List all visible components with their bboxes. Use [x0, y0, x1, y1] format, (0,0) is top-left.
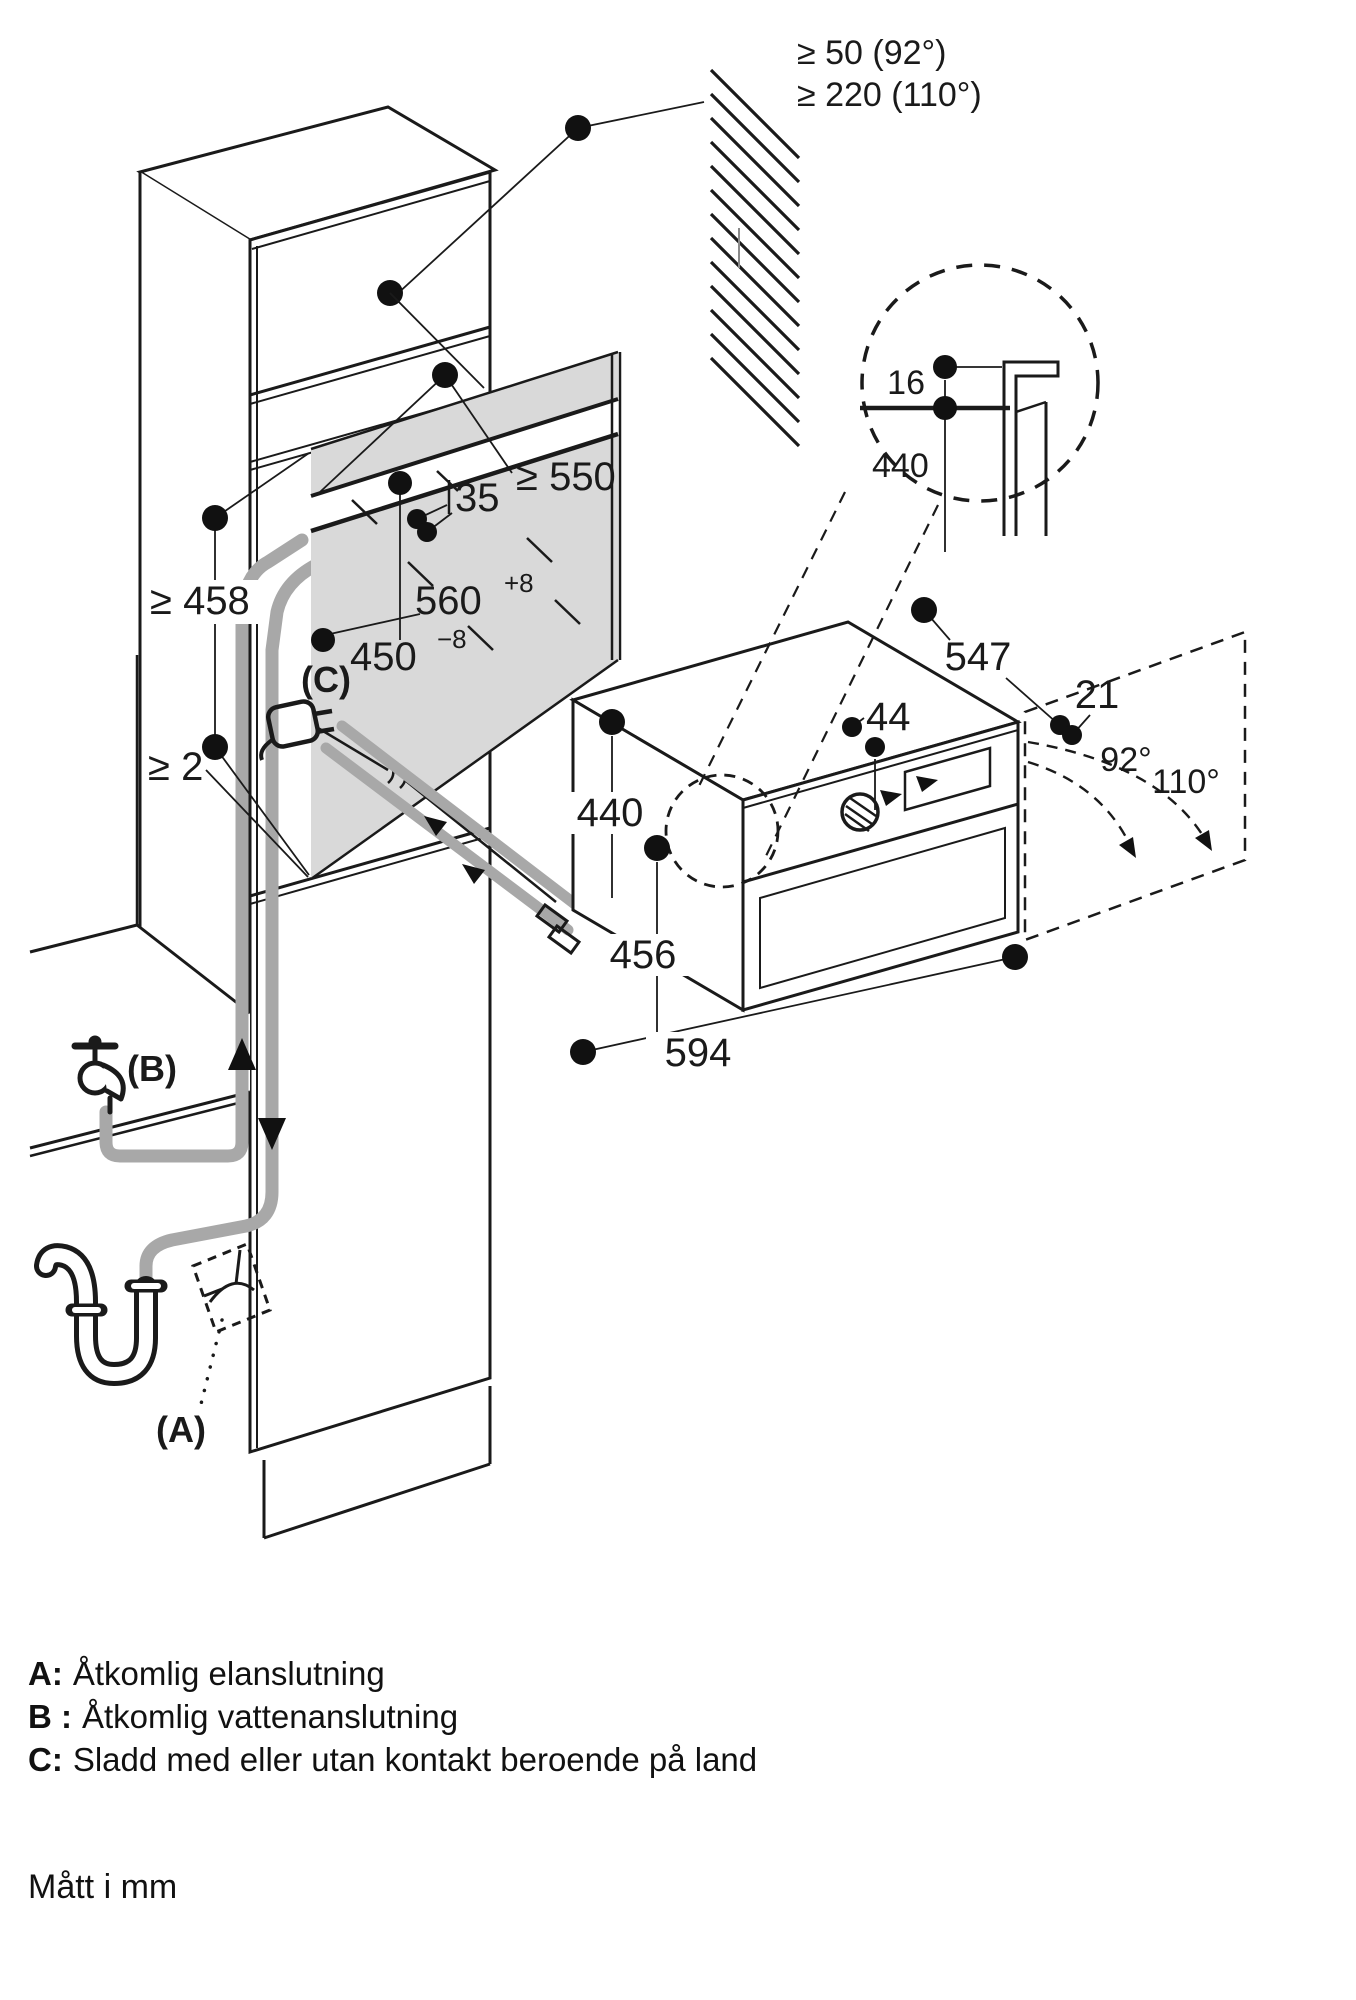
dim-niche-width-560: 560 +8 — [388, 471, 534, 640]
siphon-icon — [34, 1243, 168, 1387]
niche — [310, 350, 622, 881]
units-note: Mått i mm — [28, 1868, 178, 1906]
svg-text:456: 456 — [610, 933, 677, 977]
legend-row-a: A:Åtkomlig elanslutning — [28, 1655, 385, 1692]
svg-text:≥ 458: ≥ 458 — [150, 579, 250, 623]
wall-clearance-110: ≥ 220 (110°) — [797, 76, 982, 114]
dim-niche-height-450: 450 −8 — [311, 613, 467, 679]
wall-hatch — [709, 68, 801, 448]
svg-text:547: 547 — [945, 635, 1012, 679]
svg-text:+8: +8 — [504, 568, 534, 598]
svg-text:594: 594 — [665, 1031, 732, 1075]
svg-text:44: 44 — [866, 695, 911, 739]
dim-oven-44: 44 — [842, 695, 911, 810]
rail-profile — [1002, 360, 1060, 536]
dim-oven-547: 547 — [911, 597, 1058, 724]
legend: A:Åtkomlig elanslutning B :Åtkomlig vatt… — [28, 1652, 757, 1781]
edge-arrow-2 — [916, 776, 938, 792]
svg-text:≥ 2: ≥ 2 — [148, 745, 203, 789]
svg-text:21: 21 — [1075, 673, 1120, 717]
svg-text:≥ 550: ≥ 550 — [516, 455, 616, 499]
drain-pipe — [139, 558, 323, 1302]
svg-text:35: 35 — [455, 476, 500, 520]
angle-110: 110° — [1152, 763, 1220, 801]
edge-arrow-1 — [880, 790, 902, 806]
dim-oven-594: 594 — [570, 944, 1028, 1076]
water-pipes — [99, 533, 323, 1302]
svg-text:450: 450 — [350, 635, 417, 679]
detail-circle: 16 440 — [697, 263, 1100, 859]
dim-niche-gap-2: ≥ 2 — [148, 745, 309, 878]
svg-text:−8: −8 — [437, 624, 467, 654]
dim-oven-21: 21 — [1050, 673, 1119, 745]
supply-pipe — [99, 533, 309, 1163]
detail-dim-440: 440 — [872, 447, 929, 485]
swing-arrow-1 — [1119, 837, 1136, 858]
legend-row-c: C:Sladd med eller utan kontakt beroende … — [28, 1741, 758, 1778]
section-ticks — [351, 470, 581, 651]
hose-arrow-1 — [424, 816, 447, 836]
detail-dim-16: 16 — [887, 364, 925, 402]
hose-connectors — [534, 902, 582, 956]
wall-clearance-92: ≥ 50 (92°) — [797, 34, 946, 72]
hoses — [320, 720, 586, 936]
dim-wall-clearance: ≥ 50 (92°) ≥ 220 (110°) — [377, 34, 982, 389]
display-window — [903, 746, 992, 812]
callout-b: (B) — [127, 1048, 177, 1089]
dim-oven-440: 440 — [566, 709, 656, 898]
oven-door — [759, 826, 1006, 990]
callout-a: (A) — [156, 1409, 206, 1450]
legend-row-b: B :Åtkomlig vattenanslutning — [28, 1698, 459, 1735]
svg-text:560: 560 — [415, 579, 482, 623]
up-arrow-icon — [228, 1038, 256, 1070]
outlet-icon — [191, 1242, 272, 1334]
door-swing: 92° 110° — [880, 630, 1247, 942]
dim-oven-456: 456 — [598, 835, 690, 1032]
knob-icon — [840, 792, 880, 833]
swing-arrow-2 — [1195, 830, 1212, 851]
callout-c: (C) — [301, 659, 351, 700]
dim-niche-35: 35 — [407, 476, 500, 542]
dim-niche-depth-550: ≥ 550 — [319, 362, 616, 499]
down-arrow-icon — [258, 1118, 286, 1150]
outlet-leader-dotted — [198, 1318, 224, 1410]
dim-niche-458: ≥ 458 — [144, 452, 310, 876]
faucet-icon — [71, 1035, 126, 1115]
angle-92: 92° — [1100, 741, 1151, 779]
svg-text:440: 440 — [577, 791, 644, 835]
plug-icon — [259, 699, 335, 761]
hose-arrow-2 — [462, 864, 485, 884]
